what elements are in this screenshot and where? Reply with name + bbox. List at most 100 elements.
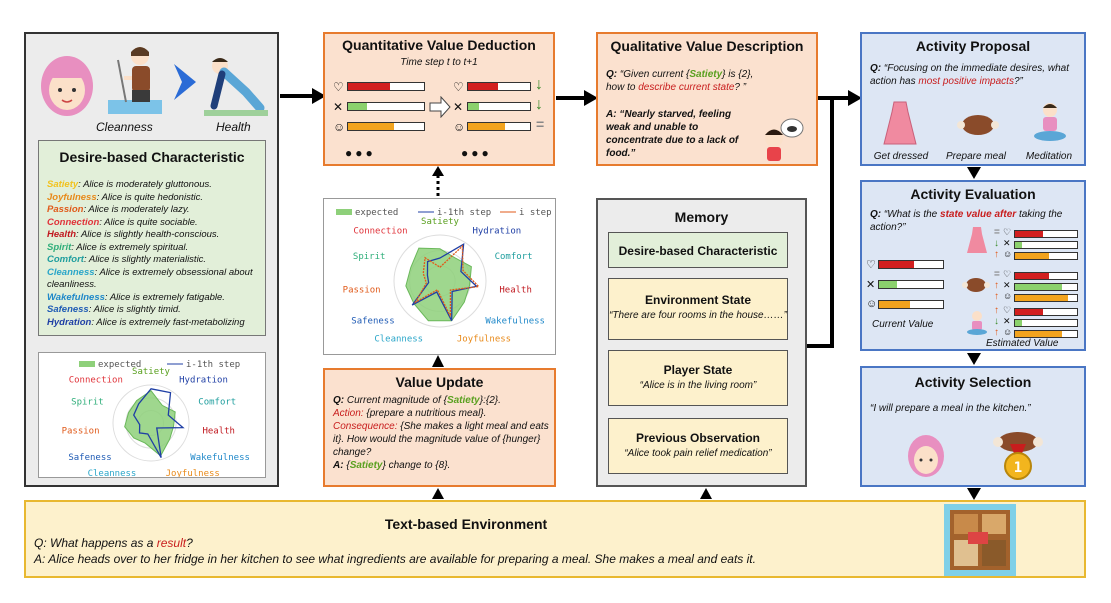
caption-cleanness: Cleanness [96,120,153,134]
trait-item: Safeness: Alice is slightly timid. [47,304,263,317]
qual-answer: A: “Nearly starved, feeling weak and una… [606,108,752,160]
selection-panel: Activity Selection “I will prepare a mea… [860,366,1086,487]
qual-q-text3: how to [606,82,639,93]
trait-item: Spirit: Alice is extremely spiritual. [47,242,263,255]
environment-title: Text-based Environment [384,516,548,532]
environment-panel: Text-based Environment Q: What happens a… [24,500,1086,578]
value-update-text: Q: Current magnitude of {Satiety}:{2}. A… [333,394,551,472]
quant-face-icon-2: ☺ [453,120,466,134]
radar-axis-label: Spirit [71,397,104,407]
estimated-value-icon: ♡ [1003,305,1012,315]
quant-heart-icon: ♡ [333,80,344,94]
estimated-value-icon: ♡ [1003,227,1012,237]
vu-a-text2: } change to {8}. [382,460,451,471]
legend-label: expected [355,208,398,218]
trait-text: : Alice is extremely obsessional about c… [47,266,253,291]
trait-text: : Alice is extremely spiritual. [71,241,189,253]
estimated-value-bar [1014,330,1078,338]
quant-heart-icon-2: ♡ [453,80,464,94]
vu-a-prefix: A: [333,460,344,471]
vu-q-prefix: Q: [333,395,345,406]
eval-cur-fork-icon: ✕ [866,279,876,291]
arrow-quant-to-qual [556,90,598,106]
eval-q-prefix: Q: [870,209,882,220]
game-map-thumbnail [944,504,1016,576]
eval-q-text2: taking the action?” [870,209,1063,233]
caption-health: Health [216,120,251,134]
trait-item: Wakefulness: Alice is extremely fatigabl… [47,292,263,305]
trait-name: Safeness [47,304,89,315]
option-meditation: Meditation [1025,151,1073,162]
eval-current-bar-3 [878,300,944,309]
quant-fork-icon: ✕ [333,100,344,114]
value-update-title: Value Update [395,374,484,390]
radar-axis-label: Health [202,426,235,436]
trait-name: Comfort [47,254,84,265]
estimated-value-bar [1014,272,1078,280]
vu-q-text2: }:{2}. [479,395,501,406]
legend-swatch [336,209,352,215]
estimated-value-icon: ✕ [1003,280,1011,290]
radar-axis-label: Spirit [353,252,386,262]
quant-dots-right: ●●● [461,146,492,160]
arrow-select-to-env [967,488,981,500]
radar-grid-ring [112,384,190,462]
env-q-prefix: Q: What happens as a [34,536,157,550]
evaluation-title: Activity Evaluation [910,186,1036,202]
alice-avatar-icon [38,48,96,122]
evaluation-panel: Activity Evaluation Q: “What is the stat… [860,180,1086,351]
radar-axis-label: Hydration [179,375,228,385]
qual-q-prefix: Q: [606,69,618,80]
traits-list: Satiety: Alice is moderately gluttonous.… [47,179,263,329]
current-value-label: Current Value [872,319,934,330]
quant-title: Quantitative Value Deduction [342,37,536,53]
radar-axis-label: Safeness [68,453,111,463]
memory-char-title: Desire-based Characteristic [618,244,778,258]
trait-item: Passion: Alice is moderately lazy. [47,204,263,217]
legend-label: i-1th step [186,360,240,370]
qual-q-text2: } is {2}, [722,69,754,80]
estimated-value-icon: ✕ [1003,316,1011,326]
trait-text: : Alice is quite hedonistic. [96,191,203,203]
eval-cur-face-icon: ☺ [866,298,878,310]
environment-question: Q: What happens as a result? [34,536,193,550]
dotted-arrow-up [432,166,444,196]
quant-face-icon: ☺ [333,120,346,134]
trait-item: Cleanness: Alice is extremely obsessiona… [47,267,263,292]
radar-axis-label: Joyfulness [166,469,220,477]
trait-text: : Alice is slightly materialistic. [83,254,207,265]
radar-axis-label: Passion [62,426,100,436]
proposal-panel: Activity Proposal Q: “Focusing on the im… [860,32,1086,166]
selection-quote: “I will prepare a meal in the kitchen.” [870,403,1031,414]
down-arrow-icon-2: ↓ [535,96,543,113]
estimated-value-bar [1014,294,1078,302]
eval-meat-icon [962,276,990,294]
option-get-dressed: Get dressed [873,151,929,162]
quant-subtitle: Time step t to t+1 [400,57,478,68]
estimated-value-label: Estimated Value [986,338,1059,349]
trait-text: : Alice is slightly health-conscious. [76,229,220,240]
proposal-question: Q: “Focusing on the immediate desires, w… [870,62,1082,88]
memory-env-text: “There are four rooms in the house……” [609,310,787,321]
estimated-value-icon: ☺ [1003,249,1013,259]
trait-name: Cleanness [47,266,95,278]
qual-panel: Qualitative Value Description Q: “Given … [596,32,818,166]
estimated-value-icon: ☺ [1003,327,1013,337]
trait-text: : Alice is moderately gluttonous. [78,179,212,190]
quant-bar-right-3 [467,122,531,131]
trait-item: Connection: Alice is quite sociable. [47,217,263,230]
left-radar-chart: SatietyHydrationComfortHealthWakefulness… [62,360,250,479]
arrow-left-to-quant [280,88,326,104]
trait-name: Spirit [47,241,72,253]
evaluation-question: Q: “What is the state value after taking… [870,208,1082,234]
connector-memory [806,344,834,348]
memory-title: Memory [674,209,729,225]
arrow-proposal-to-eval [967,167,981,179]
option-prepare-meal: Prepare meal [945,151,1007,162]
up-arrow-icon: ↑ [994,305,999,316]
radar-expected-area [405,247,472,322]
arrow-env-to-memory [700,488,712,499]
quant-bar-left-1 [347,82,425,91]
eval-q-highlight: state value after [940,209,1017,220]
proposal-title: Activity Proposal [915,38,1031,54]
